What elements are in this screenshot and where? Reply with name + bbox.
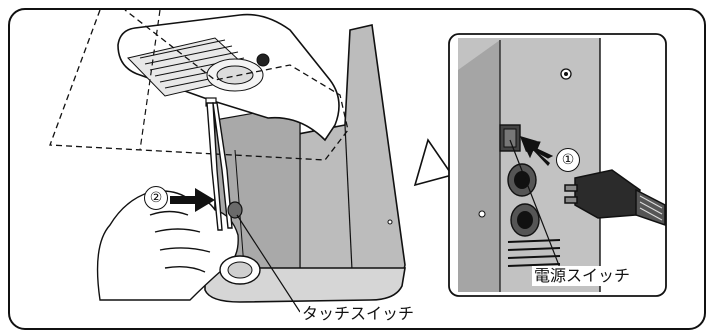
tweezers (206, 102, 233, 231)
touch-switch-leader-line (236, 214, 301, 313)
step-1-badge: ① (556, 148, 580, 172)
touch-switch-button (227, 201, 243, 219)
dashed-outline (49, 9, 349, 161)
power-switch-leader-line (509, 139, 561, 269)
step-2-badge: ② (144, 186, 168, 210)
touch-switch-label: タッチスイッチ (300, 304, 417, 324)
callout-pointer (413, 138, 454, 187)
power-cord-plug (564, 169, 666, 227)
arrow-step2-icon (170, 188, 215, 212)
power-switch-label: 電源スイッチ (532, 266, 633, 286)
